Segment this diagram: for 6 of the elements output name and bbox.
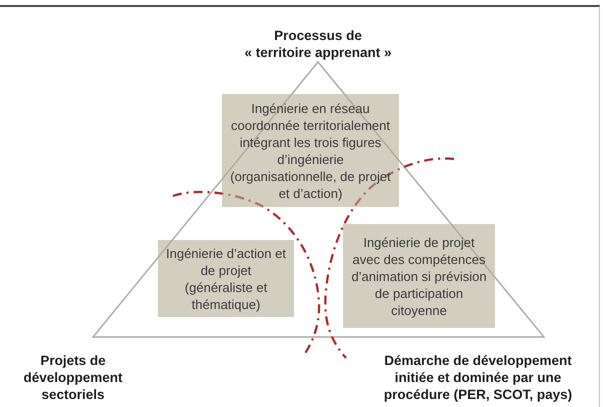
vertex-label: Projets de développement sectoriels bbox=[22, 352, 124, 403]
shaded-text-box: Ingénierie de projet avec des compétences d’animation si prévision de participation citoyenne bbox=[343, 224, 495, 328]
vertex-label: Processus de « territoire apprenant » bbox=[243, 27, 393, 61]
vertex-label: Démarche de développement initiée et dominée par une procédure (PER, SCOT, pays) bbox=[382, 352, 574, 403]
shaded-text-box: Ingénierie d’action et de projet (généraliste et thématique) bbox=[158, 240, 294, 317]
shaded-text-box: Ingénierie en réseau coordonnée territorialement intégrant les trois figures d’ingénierie (organisationnelle, de projet et d’action) bbox=[222, 94, 399, 207]
